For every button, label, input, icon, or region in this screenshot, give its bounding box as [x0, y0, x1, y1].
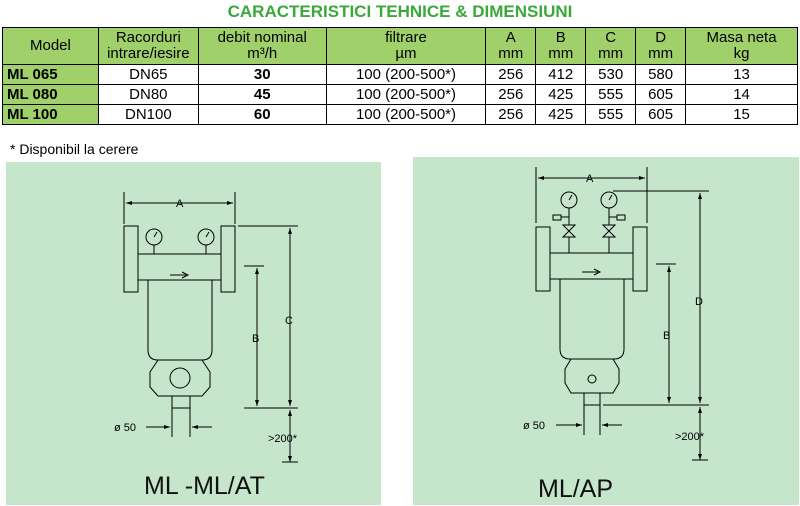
filter-drawing-ml-ap: A B D ø 50 >200* — [523, 167, 709, 461]
cell-c: 555 — [585, 104, 637, 125]
table-row: ML 065 DN65 30 100 (200-500*) 256 412 53… — [2, 64, 798, 85]
filter-drawing-ml-at: A B C ø 50 >200* — [114, 192, 298, 463]
cell-a: 256 — [485, 84, 537, 105]
cell-flow: 60 — [197, 104, 327, 125]
cell-mass: 13 — [685, 64, 798, 85]
cell-conn: DN100 — [97, 104, 199, 125]
page-title: CARACTERISTICI TEHNICE & DIMENSIUNI — [227, 2, 573, 21]
cell-d: 605 — [635, 104, 687, 125]
dim-label-clearance: >200* — [675, 431, 705, 443]
cell-flow: 30 — [197, 64, 327, 85]
dim-label-diameter: ø 50 — [114, 422, 136, 434]
dim-label-b: B — [252, 333, 259, 345]
cell-b: 425 — [535, 84, 587, 105]
diagram-panel-ml-at: A B C ø 50 >200* ML -ML/AT — [6, 162, 381, 505]
diagram-caption: ML/AP — [538, 475, 614, 503]
header-model: Model — [2, 27, 99, 65]
cell-mass: 14 — [685, 84, 798, 105]
diagram-panel-ml-ap: A B D ø 50 >200* ML/AP — [413, 157, 799, 505]
cell-filter: 100 (200-500*) — [325, 64, 487, 85]
cell-filter: 100 (200-500*) — [325, 84, 487, 105]
dim-label-a: A — [176, 198, 184, 210]
cell-c: 555 — [585, 84, 637, 105]
dim-label-clearance: >200* — [268, 433, 298, 445]
cell-b: 425 — [535, 104, 587, 125]
dim-label-d: D — [695, 296, 703, 308]
table-row: ML 100 DN100 60 100 (200-500*) 256 425 5… — [2, 104, 798, 125]
cell-model: ML 065 — [2, 64, 99, 85]
cell-a: 256 — [485, 64, 537, 85]
cell-a: 256 — [485, 104, 537, 125]
dim-label-diameter: ø 50 — [523, 420, 545, 432]
cell-conn: DN80 — [97, 84, 199, 105]
table-row: ML 080 DN80 45 100 (200-500*) 256 425 55… — [2, 84, 798, 105]
availability-note: * Disponibil la cerere — [10, 141, 139, 157]
cell-d: 580 — [635, 64, 687, 85]
cell-filter: 100 (200-500*) — [325, 104, 487, 125]
cell-mass: 15 — [685, 104, 798, 125]
dim-label-a: A — [586, 173, 594, 185]
cell-b: 412 — [535, 64, 587, 85]
cell-model: ML 080 — [2, 84, 99, 105]
diagram-caption: ML -ML/AT — [144, 472, 265, 500]
cell-flow: 45 — [197, 84, 327, 105]
cell-c: 530 — [585, 64, 637, 85]
dim-label-b: B — [663, 330, 670, 342]
dim-label-c: C — [285, 315, 293, 327]
cell-d: 605 — [635, 84, 687, 105]
cell-conn: DN65 — [97, 64, 199, 85]
cell-model: ML 100 — [2, 104, 99, 125]
